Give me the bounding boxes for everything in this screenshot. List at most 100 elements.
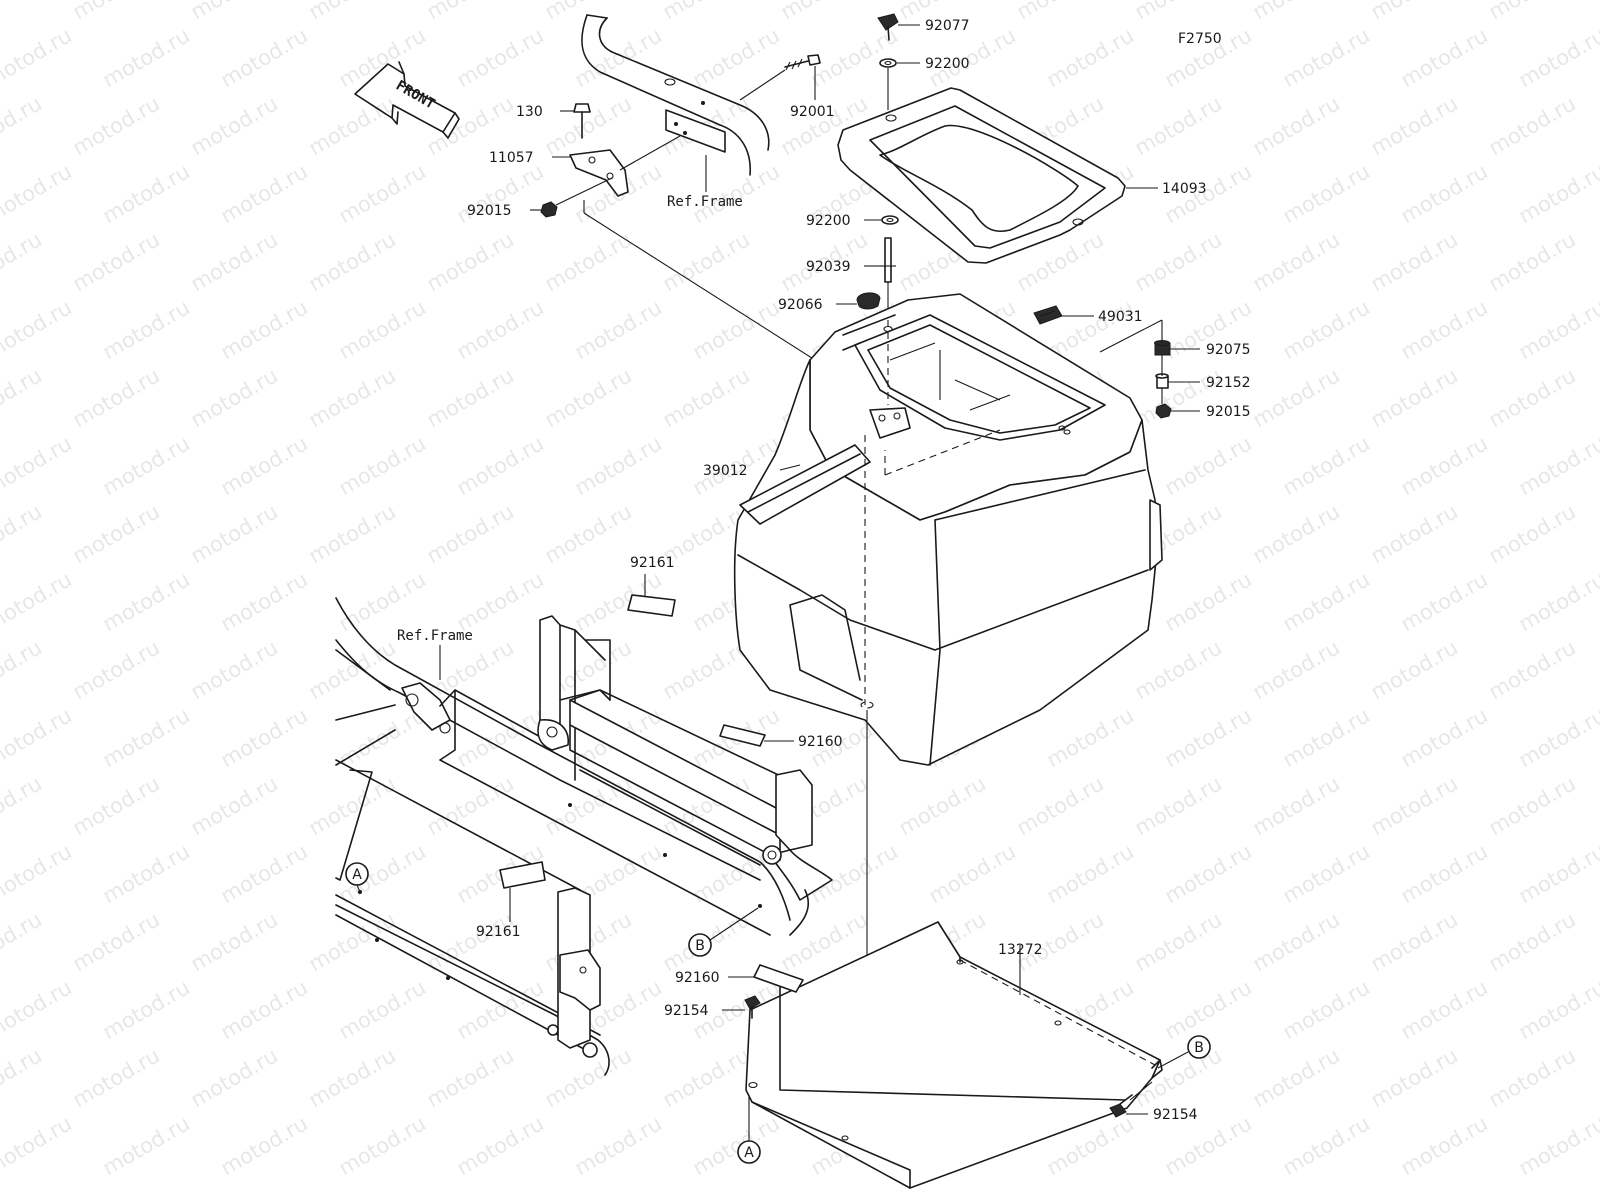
watermark-text: motod.ru (1515, 23, 1600, 92)
pad-92160-low (728, 964, 804, 993)
watermark-text: motod.ru (217, 567, 312, 636)
watermark-text: motod.ru (807, 839, 902, 908)
watermark-text: motod.ru (1515, 975, 1600, 1044)
watermark-text: motod.ru (0, 0, 46, 24)
watermark-text: motod.ru (1131, 771, 1226, 840)
watermark-text: motod.ru (1013, 771, 1108, 840)
watermark-text: motod.ru (423, 771, 518, 840)
watermark-text: motod.ru (0, 1043, 46, 1112)
watermark-text: motod.ru (217, 23, 312, 92)
watermark-text: motod.ru (1131, 0, 1226, 24)
watermark-text: motod.ru (1279, 159, 1374, 228)
watermark-text: motod.ru (69, 907, 164, 976)
watermark-text: motod.ru (1515, 567, 1600, 636)
svg-text:B: B (695, 938, 705, 954)
watermark-text: motod.ru (1279, 703, 1374, 772)
watermark-text: motod.ru (1279, 23, 1374, 92)
watermark-text: motod.ru (453, 703, 548, 772)
watermark-text: motod.ru (1515, 703, 1600, 772)
watermark-text: motod.ru (1485, 227, 1580, 296)
storage-box-39012 (733, 293, 1163, 766)
watermark-text: motod.ru (0, 635, 46, 704)
watermark-text: motod.ru (1397, 567, 1492, 636)
watermark-text: motod.ru (1397, 431, 1492, 500)
watermark-text: motod.ru (1397, 159, 1492, 228)
watermark-text: motod.ru (1515, 1111, 1600, 1180)
damper-92075 (1154, 340, 1200, 356)
watermark-text: motod.ru (187, 0, 282, 24)
part-label-11057: 11057 (489, 150, 534, 166)
watermark-text: motod.ru (1485, 771, 1580, 840)
watermark-text: motod.ru (217, 839, 312, 908)
watermark-text: motod.ru (1485, 91, 1580, 160)
part-label-92200-top: 92200 (925, 56, 970, 72)
watermark-text: motod.ru (69, 635, 164, 704)
ref-point-a-lower: A (737, 1090, 761, 1164)
watermark-text: motod.ru (453, 295, 548, 364)
watermark-text: motod.ru (1397, 295, 1492, 364)
watermark-text: motod.ru (335, 1111, 430, 1180)
watermark-text: motod.ru (453, 1111, 548, 1180)
part-label-49031: 49031 (1098, 309, 1143, 325)
watermark-text: motod.ru (0, 771, 46, 840)
watermark-text: motod.ru (0, 23, 76, 92)
watermark-text: motod.ru (0, 91, 46, 160)
pad-92160-mid (719, 724, 794, 747)
part-label-92161-top: 92161 (630, 555, 675, 571)
watermark-text: motod.ru (423, 0, 518, 24)
lid-14093 (837, 87, 1158, 264)
part-label-92160-mid: 92160 (798, 734, 843, 750)
watermark-text: motod.ru (1043, 703, 1138, 772)
watermark-text: motod.ru (541, 499, 636, 568)
watermark-text: motod.ru (187, 771, 282, 840)
washer-92200-top (879, 58, 920, 110)
watermark-text: motod.ru (305, 91, 400, 160)
bolt-92154-left (722, 995, 761, 1019)
watermark-text: motod.ru (0, 295, 76, 364)
watermark-text: motod.ru (1161, 703, 1256, 772)
bolt-92001 (739, 54, 821, 101)
watermark-text: motod.ru (335, 23, 430, 92)
watermark-text: motod.ru (99, 839, 194, 908)
ref-point-b-left: B (688, 907, 759, 957)
watermark-text: motod.ru (0, 975, 76, 1044)
watermark-text: motod.ru (659, 1043, 754, 1112)
ref-frame-label-top: Ref.Frame (667, 194, 743, 210)
part-label-92039: 92039 (806, 259, 851, 275)
watermark-text: motod.ru (305, 771, 400, 840)
watermark-text: motod.ru (541, 227, 636, 296)
watermark-text: motod.ru (0, 1111, 76, 1180)
watermark-text: motod.ru (1043, 23, 1138, 92)
watermark-text: motod.ru (1515, 159, 1600, 228)
watermark-text: motod.ru (187, 91, 282, 160)
watermark-text: motod.ru (1485, 363, 1580, 432)
part-label-92015-right: 92015 (1206, 404, 1251, 420)
watermark-text: motod.ru (1013, 0, 1108, 24)
watermark-text: motod.ru (1367, 91, 1462, 160)
watermark-text: motod.ru (0, 499, 46, 568)
watermark-text: motod.ru (1131, 91, 1226, 160)
watermark-text: motod.ru (1367, 635, 1462, 704)
part-label-92154-right: 92154 (1153, 1107, 1198, 1123)
watermark-text: motod.ru (69, 227, 164, 296)
watermark-text: motod.ru (423, 363, 518, 432)
watermark-text: motod.ru (1367, 907, 1462, 976)
watermark-text: motod.ru (0, 159, 76, 228)
svg-text:A: A (744, 1145, 754, 1161)
watermark-text: motod.ru (689, 23, 784, 92)
watermark-text: motod.ru (99, 431, 194, 500)
watermark-text: motod.ru (187, 907, 282, 976)
watermark-text: motod.ru (1279, 295, 1374, 364)
watermark-text: motod.ru (453, 431, 548, 500)
watermark-text: motod.ru (659, 363, 754, 432)
watermark-text: motod.ru (187, 635, 282, 704)
watermark-text: motod.ru (1397, 1111, 1492, 1180)
watermark-text: motod.ru (69, 363, 164, 432)
watermark-text: motod.ru (1249, 499, 1344, 568)
watermark-text: motod.ru (335, 431, 430, 500)
watermark-text: motod.ru (217, 159, 312, 228)
part-label-92077: 92077 (925, 18, 970, 34)
front-label: FRONT (393, 78, 438, 113)
watermark-text: motod.ru (1131, 635, 1226, 704)
